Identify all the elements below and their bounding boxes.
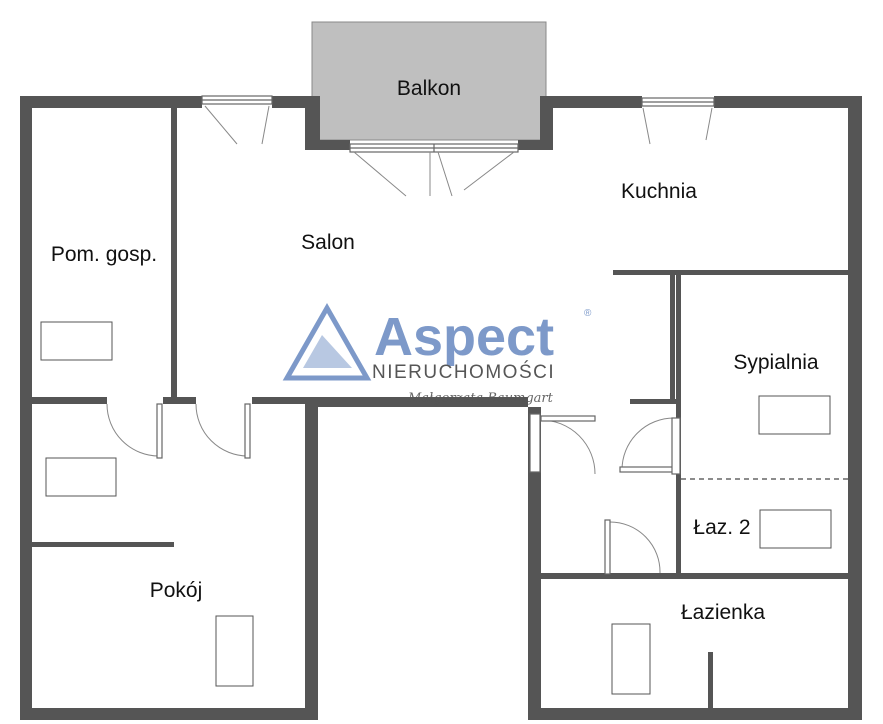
wall-closet-bottom	[630, 399, 676, 404]
swing-door-pokoj	[195, 403, 249, 457]
door-leaf-hall	[540, 415, 596, 422]
room-label-sypialnia: Sypialnia	[733, 351, 819, 374]
swing-door-pom-gosp	[106, 403, 160, 457]
wall-lazienka-top	[541, 573, 848, 579]
wall-closet-left	[670, 270, 675, 400]
logo-registered: ®	[584, 308, 592, 319]
wall-salon-bottom	[305, 397, 528, 407]
wall-bottom-right	[530, 708, 862, 720]
windows	[201, 95, 715, 153]
swing-balcony-right	[437, 151, 515, 197]
wall-pokoj-right	[305, 397, 318, 720]
door-frame-closet	[671, 417, 681, 475]
door-leaves	[156, 403, 681, 575]
area-box-sypialnia	[758, 395, 831, 435]
interior-walls	[32, 108, 848, 720]
wall-pom-gosp-bottom-3	[252, 397, 312, 404]
wall-balcony-right	[540, 96, 553, 150]
door-leaf-pom-gosp	[156, 403, 163, 459]
area-box-lazienka	[611, 623, 651, 695]
logo-brand: Aspect	[374, 307, 554, 367]
wall-pom-gosp-bottom-2	[163, 397, 196, 404]
room-label-pom-gosp: Pom. gosp.	[51, 243, 157, 266]
wall-hall-left	[528, 407, 541, 720]
outer-walls	[20, 96, 862, 720]
door-leaf-closet	[619, 466, 675, 473]
area-box-laz2	[759, 509, 832, 549]
swing-door-lazienka	[609, 521, 661, 574]
logo-subtitle: NIERUCHOMOŚCI	[372, 361, 555, 383]
logo-triangle-icon	[282, 302, 372, 381]
wall-balcony-left	[305, 96, 320, 150]
area-box-pokoj	[215, 615, 254, 687]
wall-top-right	[714, 96, 862, 108]
wall-pom-gosp-bottom-1	[32, 397, 107, 404]
balcony-area	[311, 21, 547, 141]
wall-kuchnia-bottom	[613, 270, 848, 275]
wall-lazienka-partition	[708, 652, 713, 708]
wall-pokoj-partition	[32, 542, 174, 547]
door-leaf-lazienka	[604, 519, 611, 575]
room-label-balkon: Balkon	[397, 77, 461, 100]
wall-balcony-bottom-right	[518, 140, 553, 150]
wall-left	[20, 96, 32, 720]
wall-bottom-left	[20, 708, 318, 720]
swing-door-closet	[621, 417, 675, 471]
wall-pom-gosp-right	[171, 108, 177, 400]
logo-signature: Małgorzata Baumgart	[407, 391, 554, 406]
door-leaf-pokoj	[244, 403, 251, 459]
room-label-salon: Salon	[301, 231, 355, 254]
room-label-kuchnia: Kuchnia	[621, 180, 697, 203]
area-boxes	[40, 321, 832, 695]
wall-right	[848, 96, 862, 720]
room-label-laz2: Łaz. 2	[693, 516, 750, 539]
swing-salon-window-left-leaf	[204, 105, 238, 145]
swing-balcony-left	[353, 151, 431, 197]
wall-balcony-bottom-left	[305, 140, 350, 150]
wall-top-left	[20, 96, 202, 108]
wall-top-mid-right	[540, 96, 642, 108]
swing-door-hall	[540, 419, 596, 475]
area-box-pom-gosp	[40, 321, 113, 361]
swing-salon-window-right-leaf	[261, 105, 270, 145]
swing-kuchnia-window-right-leaf	[705, 107, 713, 141]
watermark-logo: Aspect ® NIERUCHOMOŚCI Małgorzata Baumga…	[282, 302, 592, 406]
room-label-lazienka: Łazienka	[681, 601, 765, 624]
area-box-pokoj-upper	[45, 457, 117, 497]
door-frame-hall	[529, 413, 541, 473]
room-label-pokoj: Pokój	[150, 579, 203, 602]
swing-kuchnia-window-left-leaf	[642, 107, 651, 145]
